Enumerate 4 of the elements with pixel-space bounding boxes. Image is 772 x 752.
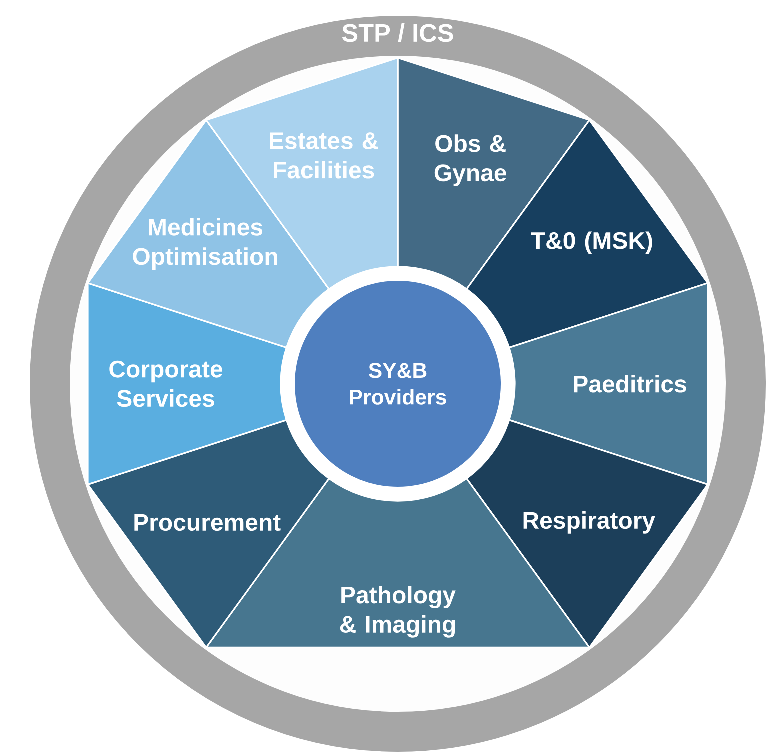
segment: Corporate Services — [87, 282, 288, 486]
segment: Respiratory — [466, 419, 709, 648]
segment: Paeditrics — [508, 282, 709, 486]
segment: Procurement — [87, 419, 330, 648]
